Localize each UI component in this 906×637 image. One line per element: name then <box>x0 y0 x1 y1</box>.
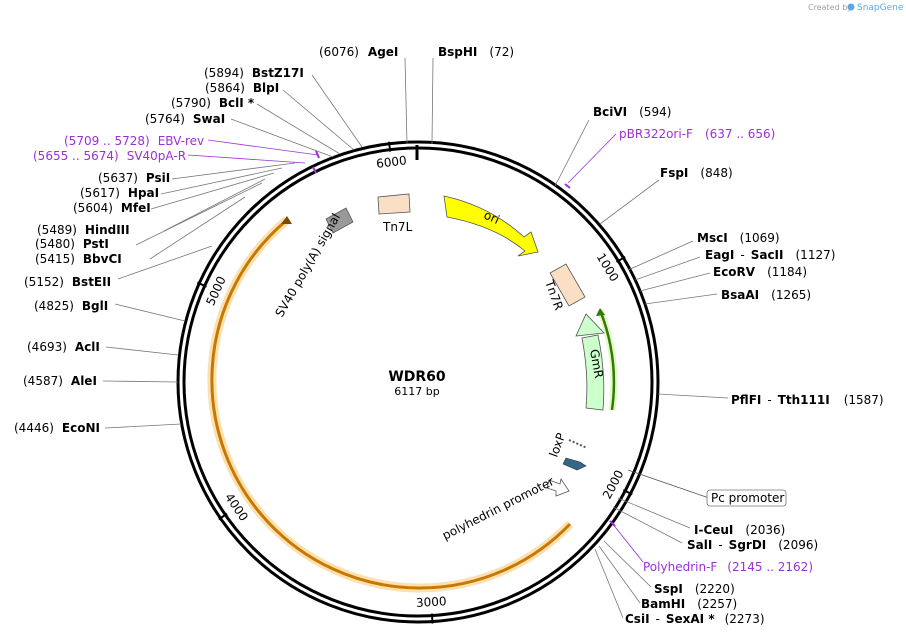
orf-arc-halo <box>207 216 574 593</box>
site-eagi-sacii[interactable]: EagI-SacII(1127) <box>705 248 835 262</box>
site-agei[interactable]: (6076)AgeI <box>319 45 398 59</box>
snapgene-brand: SnapGene <box>857 3 904 13</box>
orf-arc <box>210 218 572 590</box>
pc-promoter-callout: Pc promoter <box>627 469 787 507</box>
site-sali-sgrdi[interactable]: SalI-SgrDI(2096) <box>687 538 818 552</box>
site-bcivi[interactable]: BciVI(594) <box>593 105 671 119</box>
site-bsphi[interactable]: BspHI(72) <box>438 45 514 59</box>
site-mfei[interactable]: (5604)MfeI <box>73 201 151 215</box>
tick-mark <box>430 613 434 624</box>
tick-label: 3000 <box>416 594 447 610</box>
pc-promoter-box <box>706 489 787 507</box>
primer-sv40pa-r[interactable]: (5655 .. 5674)SV40pA-R <box>33 149 186 163</box>
feature-ori: ori <box>443 195 539 257</box>
primer-marks <box>312 150 616 527</box>
tick-mark <box>622 488 633 496</box>
polyhedrin-arrow <box>546 477 570 497</box>
plasmid-size: 6117 bp <box>394 385 439 398</box>
tn7l-box <box>377 193 411 215</box>
site-bbvci[interactable]: (5415)BbvCI <box>35 252 122 266</box>
gmr-label: GmR <box>587 348 606 379</box>
ori-label: ori <box>482 208 502 227</box>
ori-arrow <box>443 195 539 257</box>
snapgene-logo: SnapGene <box>847 3 904 13</box>
site-pflfi-tth111i[interactable]: PflFI-Tth111I(1587) <box>731 393 884 407</box>
plasmid-name: WDR60 <box>388 369 446 385</box>
feature-tn7l: Tn7L <box>377 193 413 234</box>
site-bsteii[interactable]: (5152)BstEII <box>24 275 111 289</box>
site-swai[interactable]: (5764)SwaI <box>145 112 225 126</box>
site-bstz17i[interactable]: (5894)BstZ17I <box>204 66 304 80</box>
site-psii[interactable]: (5637)PsiI <box>98 171 170 185</box>
gmr-arc-arrowhead <box>596 308 605 316</box>
site-leaders <box>102 57 729 619</box>
feature-loxp: loxP <box>547 431 588 471</box>
polyhedrin-label: polyhedrin promoter <box>440 474 556 543</box>
primer-leaders <box>187 133 644 563</box>
tick-label: 1000 <box>594 251 622 284</box>
credit-text: Created by <box>808 3 852 12</box>
primer-pbr322ori-f[interactable]: pBR322ori-F(637 .. 656) <box>619 127 775 141</box>
site-csii-sexai[interactable]: CsiI-SexAI *(2273) <box>625 612 765 626</box>
feature-polyhedrin: polyhedrin promoter <box>440 474 570 543</box>
gmr-arrow <box>575 313 605 411</box>
loxp-arrow <box>562 457 587 471</box>
tn7l-label: Tn7L <box>382 220 413 234</box>
site-ecorv[interactable]: EcoRV(1184) <box>713 265 807 279</box>
site-psti[interactable]: (5480)PstI <box>35 237 109 251</box>
tn7r-box <box>549 263 586 307</box>
site-fspi[interactable]: FspI(848) <box>660 166 733 180</box>
site-acli[interactable]: (4693)AclI <box>27 340 100 354</box>
tick-mark <box>616 255 626 263</box>
primer-polyhedrin-f[interactable]: Polyhedrin-F(2145 .. 2162) <box>643 560 813 574</box>
tick-label: 6000 <box>375 153 407 171</box>
gmr-arc <box>598 309 616 411</box>
tick-mark <box>387 141 392 152</box>
site-alei[interactable]: (4587)AleI <box>23 374 97 388</box>
site-iceui[interactable]: I-CeuI(2036) <box>694 523 785 537</box>
site-hpai[interactable]: (5617)HpaI <box>80 186 159 200</box>
sv40-box <box>325 207 354 234</box>
site-blpi[interactable]: (5864)BlpI <box>205 81 279 95</box>
primer-ebv-rev[interactable]: (5709 .. 5728)EBV-rev <box>64 134 204 148</box>
site-bamhi[interactable]: BamHI(2257) <box>641 597 737 611</box>
site-labels: (6076)AgeI BspHI(72) (5894)BstZ17I (5864… <box>14 45 884 626</box>
tick-mark <box>196 281 207 288</box>
site-bcli[interactable]: (5790)BclI * <box>171 96 255 110</box>
site-sspi[interactable]: SspI(2220) <box>654 582 735 596</box>
site-bsaai[interactable]: BsaAI(1265) <box>721 288 811 302</box>
loxp-hatch <box>568 439 588 449</box>
feature-tn7r: Tn7R <box>542 263 586 312</box>
feature-gmr: GmR <box>575 313 606 411</box>
site-hindiii[interactable]: (5489)HindIII <box>37 223 130 237</box>
pc-promoter-label: Pc promoter <box>711 491 784 505</box>
tick-mark <box>218 512 228 521</box>
site-msci[interactable]: MscI(1069) <box>697 231 780 245</box>
orf-arrowhead <box>281 216 292 224</box>
loxp-label: loxP <box>547 431 569 459</box>
site-bgli[interactable]: (4825)BglI <box>34 299 108 313</box>
site-econi[interactable]: (4446)EcoNI <box>14 421 100 435</box>
